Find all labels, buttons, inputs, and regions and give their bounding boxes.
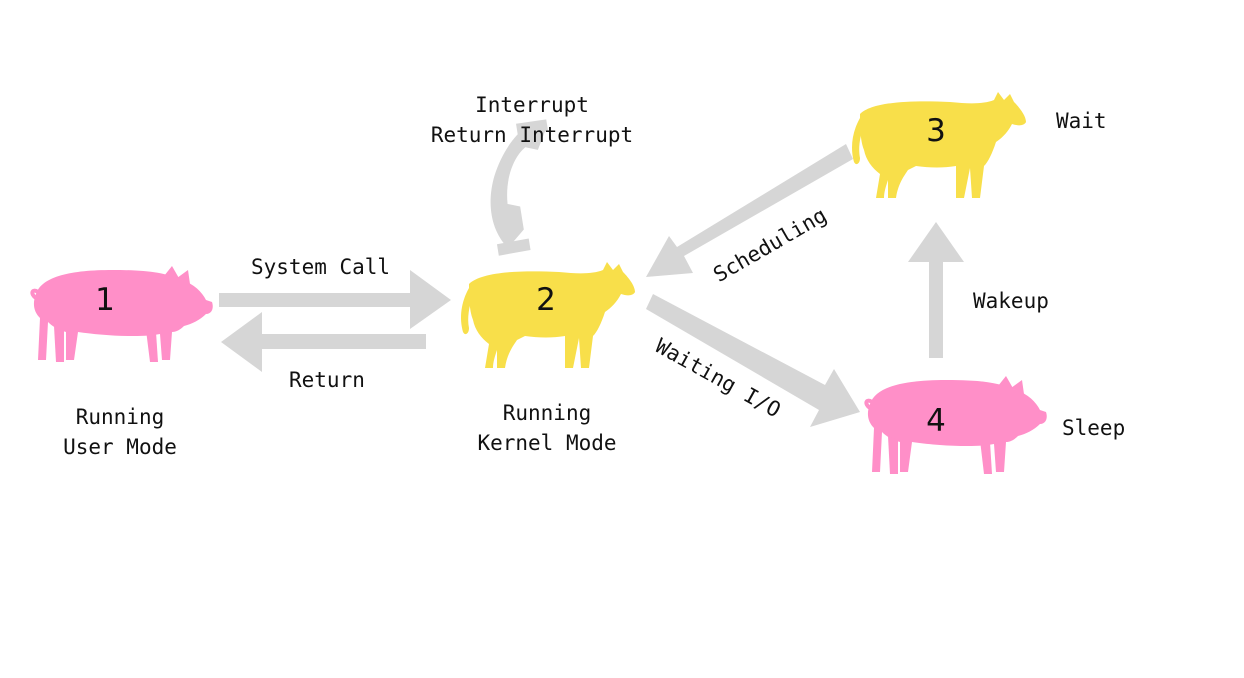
telephone-handset-icon xyxy=(490,119,549,256)
system-call-label: System Call xyxy=(251,255,391,279)
state-label-line: Wait xyxy=(1056,109,1107,133)
waiting-io-arrow xyxy=(646,294,860,427)
state-label: Wait xyxy=(1056,106,1107,136)
state-label-line: Kernel Mode xyxy=(477,431,617,455)
state-number: 4 xyxy=(926,403,946,439)
state-number: 1 xyxy=(95,282,115,318)
cow-silhouette-icon xyxy=(461,262,635,368)
return-arrow xyxy=(221,312,426,372)
return-label: Return xyxy=(289,368,365,392)
state-label-line: Sleep xyxy=(1062,416,1126,440)
state-number: 3 xyxy=(926,113,946,149)
pig-silhouette-icon xyxy=(864,376,1047,474)
state-label: Running User Mode xyxy=(40,402,200,462)
interrupt-label-line: Interrupt xyxy=(475,93,589,117)
wakeup-arrow xyxy=(908,222,964,358)
state-label: Sleep xyxy=(1062,413,1125,443)
state-label: Running Kernel Mode xyxy=(457,398,637,458)
return-interrupt-label-line: Return Interrupt xyxy=(430,123,634,147)
scheduling-arrow xyxy=(646,144,853,277)
pig-silhouette-icon xyxy=(30,266,213,362)
state-label-line: Running xyxy=(75,405,165,429)
wakeup-label: Wakeup xyxy=(973,289,1049,313)
cow-silhouette-icon xyxy=(852,92,1026,198)
state-label-line: User Mode xyxy=(63,435,177,459)
interrupt-label: Interrupt Return Interrupt xyxy=(400,90,664,150)
system-call-arrow xyxy=(219,270,451,329)
state-number: 2 xyxy=(536,282,556,318)
state-label-line: Running xyxy=(502,401,592,425)
